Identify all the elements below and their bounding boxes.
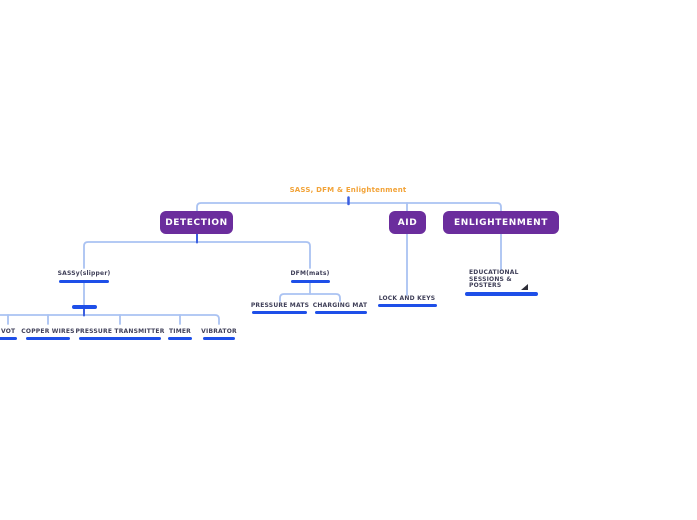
node-vot-label[interactable]: VOT	[1, 328, 16, 335]
node-educational-sessions-label[interactable]: EDUCATIONAL SESSIONS & POSTERS	[469, 269, 519, 290]
branch-node-aid[interactable]: AID	[389, 211, 426, 234]
branch-node-enlightenment[interactable]: ENLIGHTENMENT	[443, 211, 559, 234]
branch-node-detection[interactable]: DETECTION	[160, 211, 233, 234]
resize-handle-icon[interactable]	[521, 284, 528, 290]
node-educational-sessions-underline	[465, 292, 538, 296]
node-timer-label[interactable]: TIMER	[168, 328, 192, 335]
empty-node-bar[interactable]	[72, 305, 97, 309]
node-dfm-mats-underline	[291, 280, 330, 283]
connector-dfm-children	[279, 293, 341, 302]
node-timer-underline	[168, 337, 192, 340]
node-sassy-slipper-label[interactable]: SASSy(slipper)	[57, 270, 111, 277]
node-dfm-mats-label[interactable]: DFM(mats)	[290, 270, 330, 277]
node-vot-underline	[0, 337, 17, 340]
node-pressure-mats-label[interactable]: PRESSURE MATS	[250, 302, 310, 309]
node-vibrator-underline	[203, 337, 235, 340]
node-charging-mat-underline	[315, 311, 367, 314]
root-topic-label[interactable]: SASS, DFM & Enlightenment	[289, 186, 407, 194]
connector-sassy-children-rail	[0, 314, 220, 325]
node-charging-mat-label[interactable]: CHARGING MAT	[312, 302, 368, 309]
node-lock-and-keys-underline	[378, 304, 437, 307]
node-copper-wires-underline	[26, 337, 70, 340]
node-pressure-mats-underline	[252, 311, 307, 314]
node-lock-and-keys-label[interactable]: LOCK AND KEYS	[378, 295, 436, 302]
node-vibrator-label[interactable]: VIBRATOR	[201, 328, 237, 335]
connector-detection-children	[83, 241, 311, 269]
node-pressure-transmitter-label[interactable]: PRESSURE TRANSMITTER	[75, 328, 165, 335]
node-copper-wires-label[interactable]: COPPER WIRES	[21, 328, 75, 335]
node-sassy-slipper-underline	[59, 280, 109, 283]
node-pressure-transmitter-underline	[79, 337, 161, 340]
